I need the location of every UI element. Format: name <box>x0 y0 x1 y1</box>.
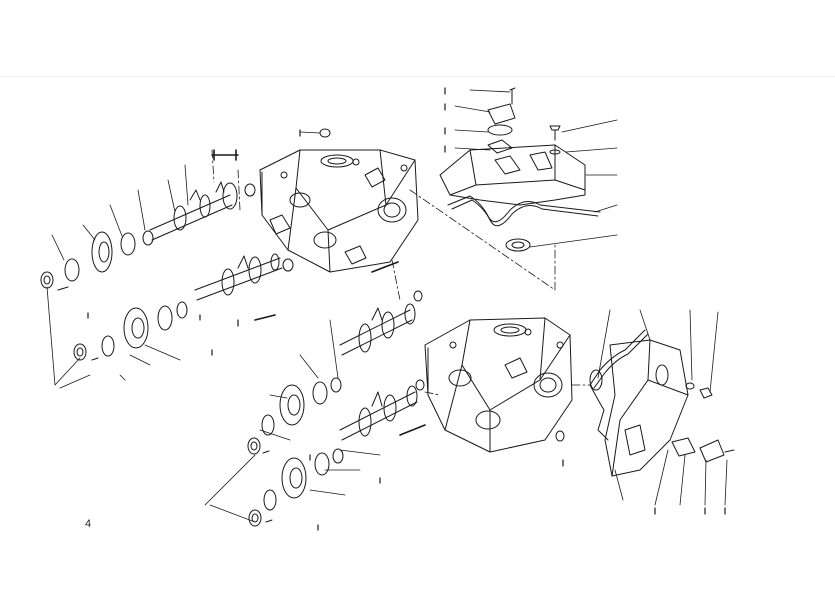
part-number-ticks <box>87 87 726 531</box>
bracket-marks <box>211 149 426 436</box>
header-rule <box>0 76 835 77</box>
lower-valve-cover <box>555 329 735 477</box>
leader-lines <box>46 89 728 523</box>
page-number: 4 <box>85 518 92 530</box>
assembly-axes <box>211 149 591 396</box>
lower-cylinder-head <box>424 317 573 453</box>
camshaft-upper-middle <box>194 253 283 301</box>
camshaft-lower-left <box>339 303 416 356</box>
upper-valve-cover <box>439 87 601 252</box>
camshaft-lower-middle <box>339 385 418 441</box>
camshaft-upper-left <box>149 181 238 241</box>
upper-cylinder-head <box>259 149 419 273</box>
